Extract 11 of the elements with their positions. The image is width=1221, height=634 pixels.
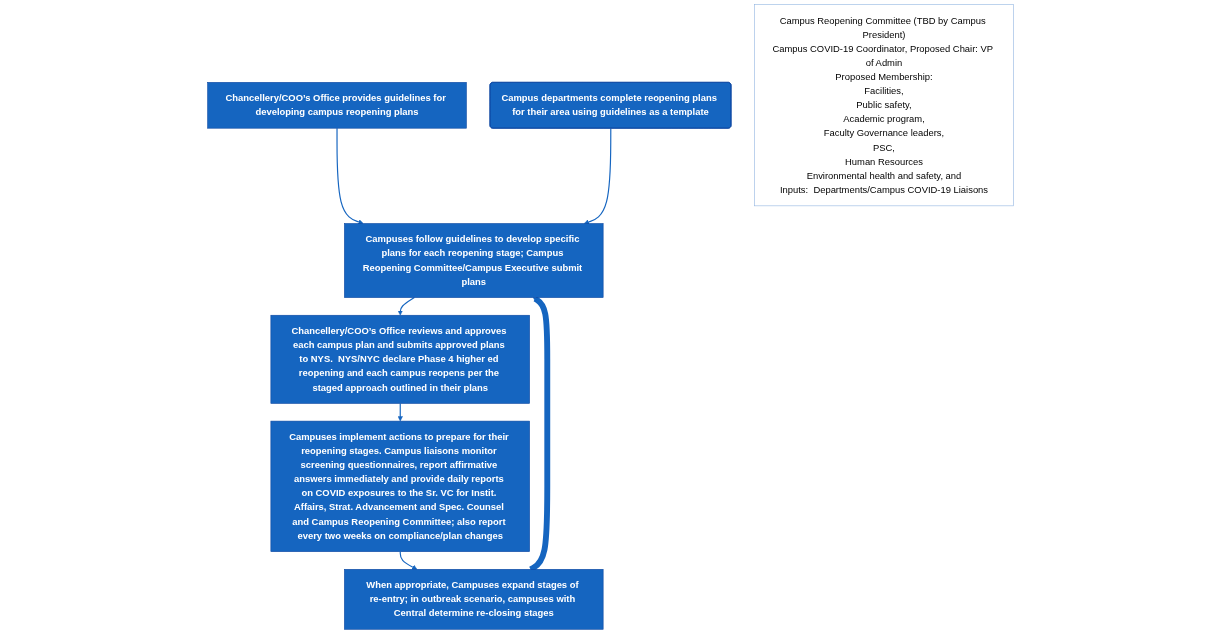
arrow [397, 402, 403, 422]
node-box: Campus Reopening Committee (TBD by Campus President) Campus COVID-19 Coordinator, Proposed Chair: VP of Admin Proposed Membership: Facilities, Public safety, Academic program, Faculty Governance leaders, PSC, Human Resources Environmental health and safety, and Inputs: Departments/Campus COVID-19 Liaisons [754, 4, 1014, 207]
node-box: Campuses implement actions to prepare for their reopening stages. Campus liaisons monitor screening questionnaires, report affirmative answers immediately and provide daily reports on COVID exposures to the Sr. VC for Instit. Affairs, Strat. Advancement and Spec. Counsel and Campus Reopening Committee; also report every two weeks on compliance/plan changes [270, 420, 530, 552]
arrow [397, 297, 415, 316]
node-box: Chancellery/COO’s Office provides guidelines for developing campus reopening plans [207, 82, 467, 129]
arrow [399, 551, 418, 570]
arrow [336, 127, 364, 225]
node-box: Chancellery/COO’s Office reviews and approves each campus plan and submits approved plans to NYS. NYS/NYC declare Phase 4 higher ed reopening and each campus reopens per the staged approach outlined in their plans [270, 314, 530, 404]
node-box: When appropriate, Campuses expand stages of re-entry; in outbreak scenario, campuses with Central determine re-closing stages [344, 569, 604, 630]
node-box: Campuses follow guidelines to develop specific plans for each reopening stage; Campus Reopening Committee/Campus Executive submit plans [344, 223, 604, 298]
arrow [583, 127, 612, 225]
